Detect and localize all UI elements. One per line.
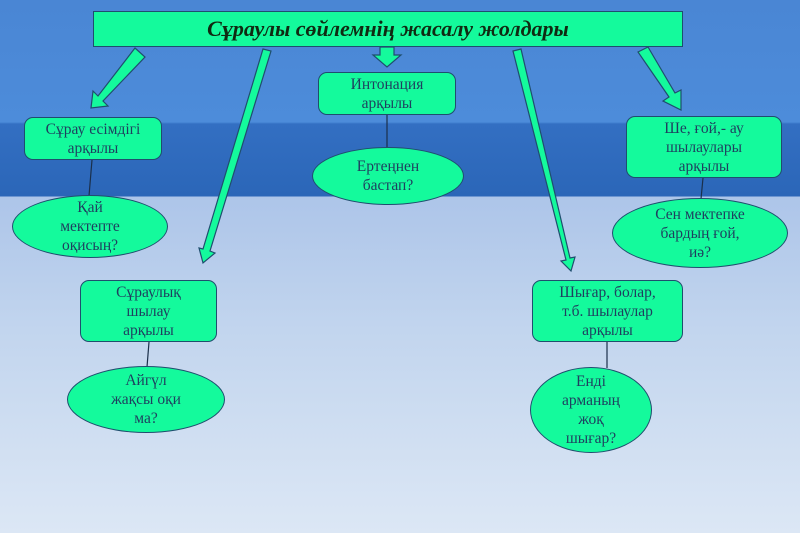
arrow-to-question-pronoun <box>90 47 146 109</box>
method-box-question-pronoun: Сұрау есімдігі арқылы <box>24 117 162 160</box>
example-ellipse-she-goi-au-particles: Сен мектепке бардың ғой, иә? <box>612 198 788 268</box>
method-box-she-goi-au-particles: Ше, ғой,- ау шылаулары арқылы <box>626 116 782 178</box>
arrow-to-intonation <box>371 46 403 68</box>
example-ellipse-intonation: Ертеңнен бастап? <box>312 147 464 205</box>
example-ellipse-question-particle: Айгүл жақсы оқи ма? <box>67 366 225 433</box>
link-question-particle <box>146 341 150 368</box>
method-box-intonation: Интонация арқылы <box>318 72 456 115</box>
arrow-to-she-goi-au-particles <box>637 46 682 111</box>
arrow-to-question-particle <box>198 48 272 265</box>
link-question-pronoun <box>88 159 93 197</box>
example-ellipse-shygar-bolar-particles: Енді арманың жоқ шығар? <box>530 367 652 453</box>
method-box-shygar-bolar-particles: Шығар, болар, т.б. шылаулар арқылы <box>532 280 683 342</box>
diagram-title: Сұраулы сөйлемнің жасалу жолдары <box>93 11 683 47</box>
link-she-goi-au-particles <box>700 177 704 200</box>
example-ellipse-question-pronoun: Қай мектепте оқисың? <box>12 195 168 258</box>
method-box-question-particle: Сұраулық шылау арқылы <box>80 280 217 342</box>
arrow-to-shygar-bolar-particles <box>512 48 576 273</box>
